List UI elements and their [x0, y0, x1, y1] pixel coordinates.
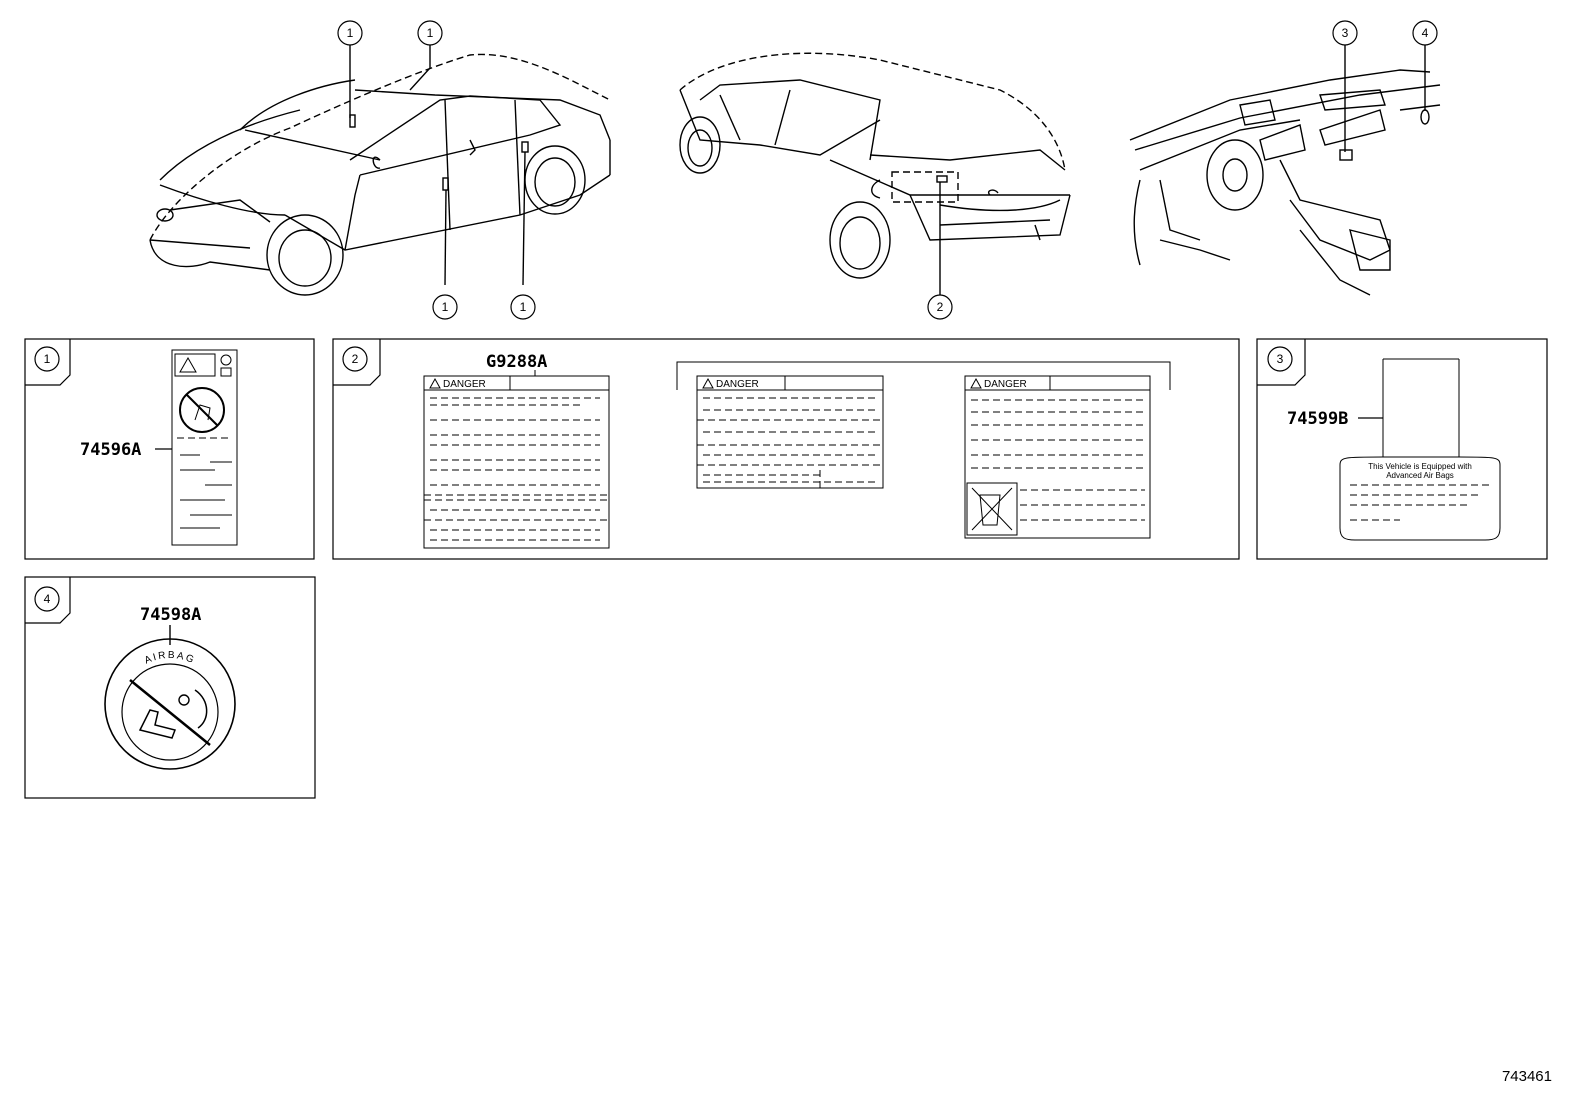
panel-3-callout: 3: [1277, 352, 1284, 366]
diagram-id: 743461: [1501, 1068, 1552, 1085]
advanced-airbag-line2: Advanced Air Bags: [1386, 471, 1454, 480]
callout-4-dash: 4: [1422, 26, 1429, 40]
panel-4-callout: 4: [44, 592, 51, 606]
car-front-view: [149, 45, 611, 296]
panel-4-seal: [104, 625, 236, 770]
part-number-74596A: 74596A: [80, 440, 141, 460]
dashboard-view: [1129, 45, 1441, 296]
callout-1-top-a: 1: [347, 26, 354, 40]
callout-1-bottom-b: 1: [520, 300, 527, 314]
panel-2-labels: [423, 361, 1171, 549]
callout-3-dash: 3: [1342, 26, 1349, 40]
panel-1-label: [155, 349, 238, 546]
callout-1-bottom-a: 1: [442, 300, 449, 314]
danger-header-c: DANGER: [984, 379, 1027, 390]
callout-2-rear: 2: [937, 300, 944, 314]
panel-2-frame: [332, 338, 1240, 560]
panel-frames: [24, 338, 1548, 799]
airbag-seal-text: AIRBAG: [143, 650, 195, 667]
danger-header-b: DANGER: [716, 379, 759, 390]
panel-1-frame: [24, 338, 315, 560]
svg-text:AIRBAG: AIRBAG: [143, 650, 197, 667]
part-number-74598A: 74598A: [140, 605, 201, 625]
panel-1-callout: 1: [44, 352, 51, 366]
callout-circles: [34, 20, 1438, 612]
panel-3-label: [1339, 358, 1501, 541]
panel-3-frame: [1256, 338, 1548, 560]
car-rear-view: [679, 52, 1071, 295]
danger-header-a: DANGER: [443, 379, 486, 390]
advanced-airbag-line1: This Vehicle is Equipped with: [1368, 462, 1472, 471]
panel-4-frame: [24, 576, 316, 799]
panel-2-callout: 2: [352, 352, 359, 366]
part-number-74599B: 74599B: [1287, 409, 1348, 429]
callout-1-top-b: 1: [427, 26, 434, 40]
part-number-G9288A: G9288A: [486, 352, 547, 372]
